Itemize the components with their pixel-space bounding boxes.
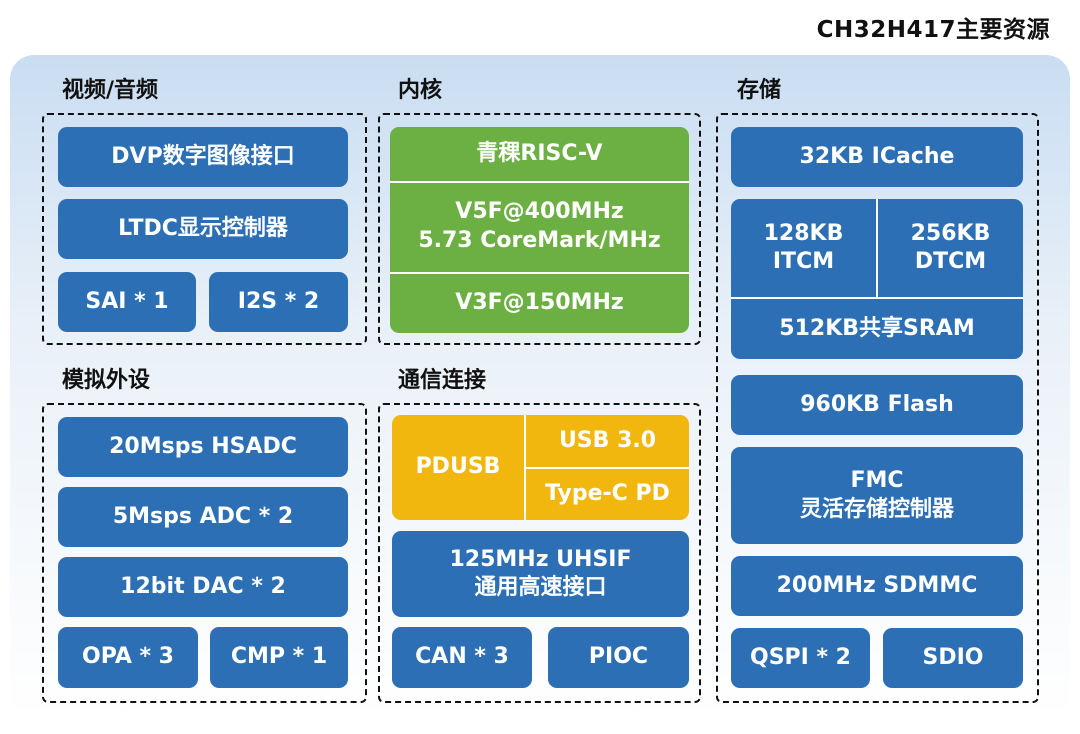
ltdc-block: LTDC显示控制器 — [58, 199, 348, 259]
usb-divider-v — [524, 415, 526, 520]
sdmmc-block: 200MHz SDMMC — [731, 556, 1023, 616]
v5f-coremark: 5.73 CoreMark/MHz — [418, 227, 661, 253]
i2s-block: I2S * 2 — [209, 272, 348, 332]
icache-block: 32KB ICache — [731, 127, 1023, 187]
opa-block: OPA * 3 — [58, 627, 198, 688]
pdusb-label: PDUSB — [415, 454, 501, 480]
usb-divider-h — [526, 467, 689, 469]
hsadc-block: 20Msps HSADC — [58, 417, 348, 477]
core-divider-1 — [390, 181, 689, 183]
sdio-block: SDIO — [883, 628, 1023, 688]
storage-section-title: 存储 — [737, 78, 782, 103]
can-block: CAN * 3 — [392, 627, 532, 688]
analog-section-title: 模拟外设 — [62, 368, 151, 393]
core-block — [390, 127, 689, 333]
storage-group — [716, 113, 1039, 703]
comm-section-title: 通信连接 — [398, 368, 487, 393]
video-section-title: 视频/音频 — [62, 78, 159, 103]
cmp-block: CMP * 1 — [210, 627, 348, 688]
core-section-title: 内核 — [398, 78, 443, 103]
fmc-name: FMC — [850, 468, 904, 494]
uhsif-block: 125MHz UHSIF 通用高速接口 — [392, 531, 689, 617]
pioc-block: PIOC — [548, 627, 689, 688]
core-group — [378, 113, 701, 345]
tcm-divider — [876, 199, 878, 297]
riscv-label: 青稞RISC-V — [476, 141, 603, 167]
sram-divider — [731, 297, 1023, 299]
itcm-label: 128KB ITCM — [731, 199, 876, 297]
itcm-size: 128KB — [763, 220, 844, 246]
analog-group — [42, 403, 367, 703]
dac-block: 12bit DAC * 2 — [58, 557, 348, 617]
qspi-block: QSPI * 2 — [731, 628, 870, 688]
video-group — [42, 113, 367, 345]
core-divider-2 — [390, 272, 689, 274]
sram-label: 512KB共享SRAM — [779, 315, 975, 341]
fmc-block: FMC 灵活存储控制器 — [731, 447, 1023, 544]
flash-block: 960KB Flash — [731, 375, 1023, 435]
v5f-freq: V5F@400MHz — [455, 199, 624, 225]
uhsif-desc: 通用高速接口 — [474, 575, 607, 600]
sai-block: SAI * 1 — [58, 272, 196, 332]
adc-block: 5Msps ADC * 2 — [58, 487, 348, 547]
dtcm-size: 256KB — [910, 220, 991, 246]
itcm-name: ITCM — [772, 249, 835, 274]
dtcm-label: 256KB DTCM — [878, 199, 1023, 297]
uhsif-name: 125MHz UHSIF — [449, 546, 632, 572]
dtcm-name: DTCM — [914, 249, 987, 274]
usb3-label: USB 3.0 — [558, 427, 657, 453]
v3f-label: V3F@150MHz — [455, 290, 624, 316]
dvp-block: DVP数字图像接口 — [58, 127, 348, 187]
diagram-title: CH32H417主要资源 — [816, 17, 1050, 43]
fmc-desc: 灵活存储控制器 — [799, 496, 954, 522]
typec-label: Type-C PD — [545, 481, 670, 507]
comm-group — [378, 403, 701, 703]
v5f-label: V5F@400MHz 5.73 CoreMark/MHz — [390, 183, 689, 270]
